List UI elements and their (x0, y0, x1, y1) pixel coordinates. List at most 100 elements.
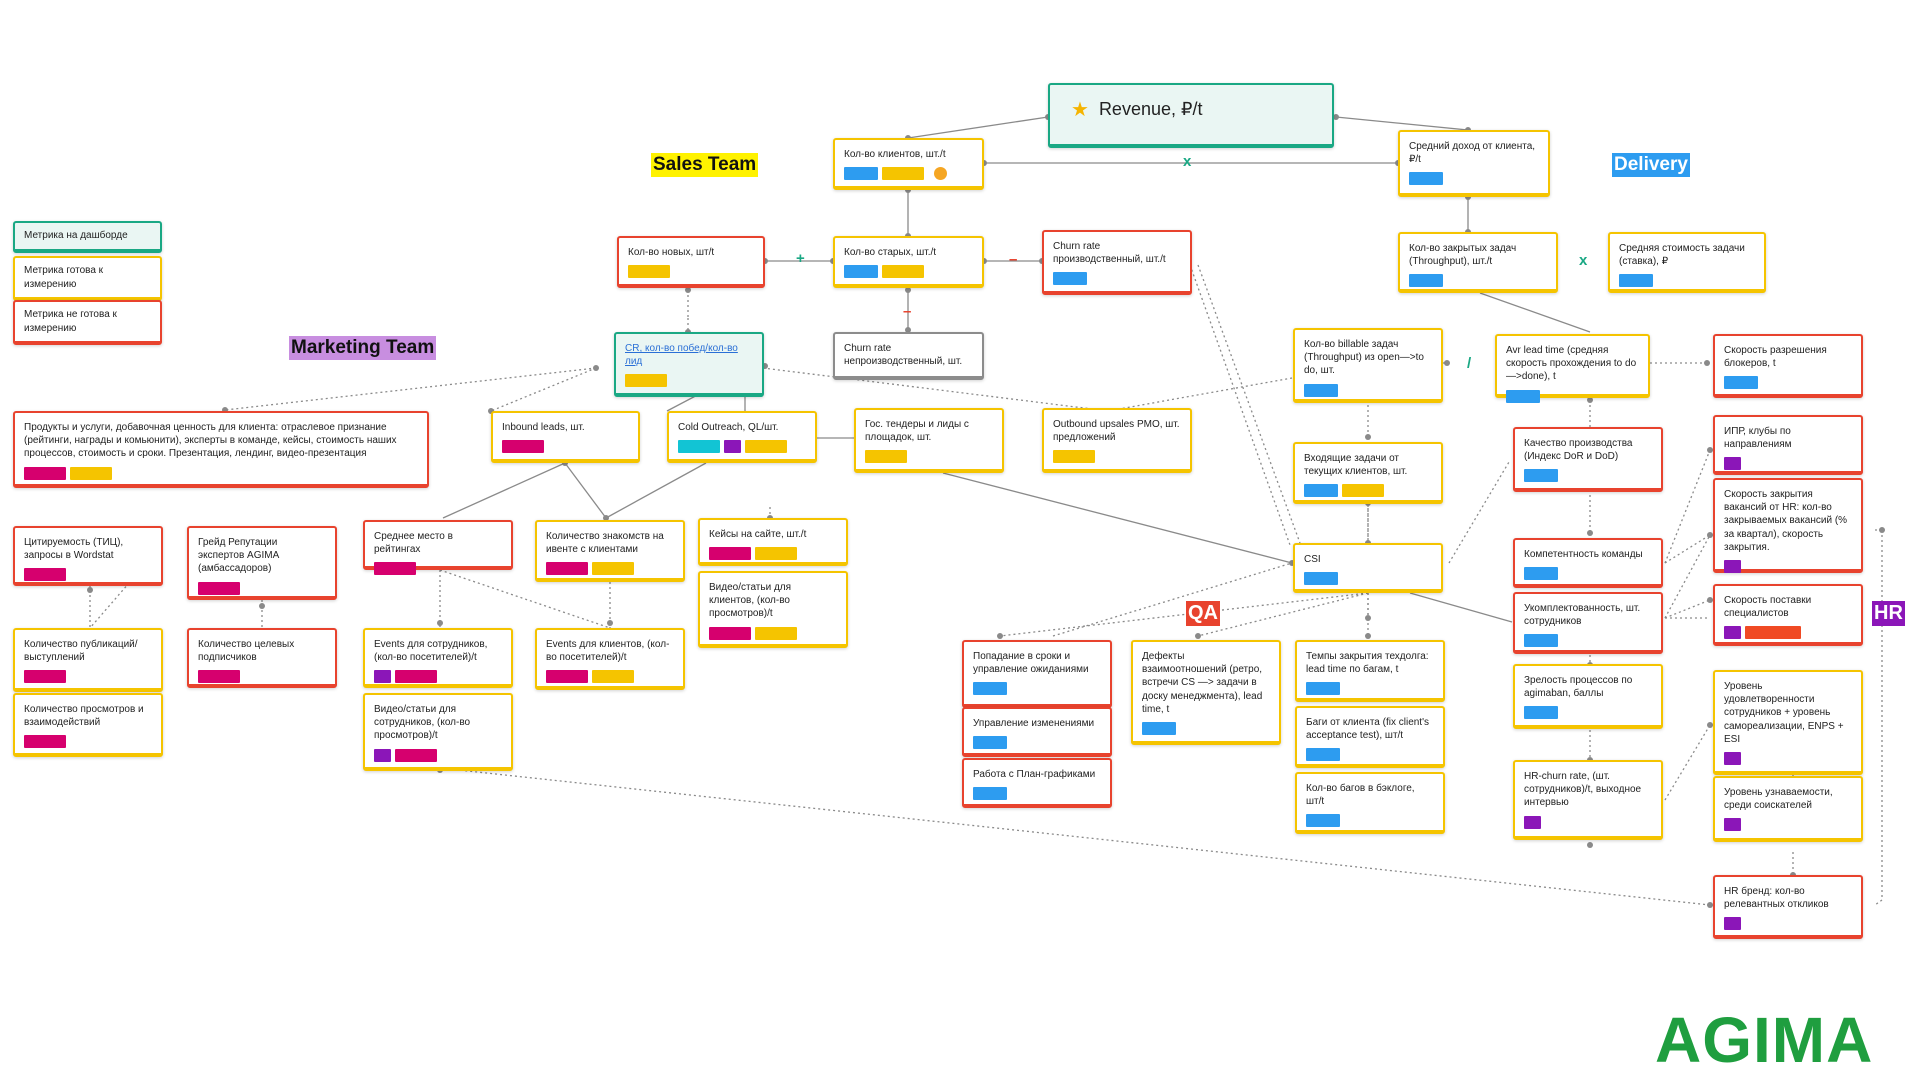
node-techdebt[interactable]: Темпы закрытия техдолга: lead time по ба… (1295, 640, 1445, 702)
tag-purple (1724, 751, 1741, 765)
node-inbound[interactable]: Inbound leads, шт. (491, 411, 640, 463)
tag-purple (1524, 815, 1541, 829)
node-text: Гос. тендеры и лиды с площадок, шт. (865, 419, 969, 444)
node-text: ИПР, клубы по направлениям (1724, 426, 1792, 451)
node-incoming[interactable]: Входящие задачи от текущих клиентов, шт. (1293, 442, 1443, 504)
tag-pink (198, 670, 240, 684)
node-text: Дефекты взаимоотношений (ретро, встречи … (1142, 651, 1263, 715)
node-text: Цитируемость (ТИЦ), запросы в Wordstat (24, 537, 124, 562)
tag-blue (1409, 172, 1443, 186)
node-client-bugs[interactable]: Баги от клиента (fix client's acceptance… (1295, 706, 1445, 768)
node-backlog-bugs[interactable]: Кол-во багов в бэклоге, шт/t (1295, 772, 1445, 834)
node-cr[interactable]: CR, кол-во побед/кол-во лид (614, 332, 764, 397)
node-satisfaction[interactable]: Уровень удовлетворенности сотрудников + … (1713, 670, 1863, 775)
tag-pink (24, 466, 66, 480)
revenue-node[interactable]: ★Revenue, ₽/t (1048, 83, 1334, 148)
node-rating[interactable]: Среднее место в рейтингах (363, 520, 513, 576)
node-products[interactable]: Продукты и услуги, добавочная ценность д… (13, 411, 429, 488)
node-reputation[interactable]: Грейд Репутации экспертов AGIMA (амбасса… (187, 526, 337, 600)
tag-blue (844, 265, 878, 279)
node-cases[interactable]: Кейсы на сайте, шт./t (698, 518, 848, 566)
node-competence[interactable]: Компетентность команды (1513, 538, 1663, 588)
node-staffing[interactable]: Укомплектованность, шт. сотрудников (1513, 592, 1663, 654)
node-maturity[interactable]: Зрелость процессов по agimaban, баллы (1513, 664, 1663, 729)
tag-pink (24, 735, 66, 749)
node-publications[interactable]: Количество публикаций/ выступлений (13, 628, 163, 692)
node-citation[interactable]: Цитируемость (ТИЦ), запросы в Wordstat (13, 526, 163, 586)
tag-blue (1306, 748, 1340, 762)
tag-yellow (755, 547, 797, 561)
node-closed-tasks[interactable]: Кол-во закрытых задач (Throughput), шт./… (1398, 232, 1558, 293)
node-text: Кейсы на сайте, шт./t (709, 529, 807, 540)
node-events-clients[interactable]: Events для клиентов, (кол-во посетителей… (535, 628, 685, 690)
node-tenders[interactable]: Гос. тендеры и лиды с площадок, шт. (854, 408, 1004, 473)
tag-blue (973, 787, 1007, 801)
node-text: Количество публикаций/ выступлений (24, 639, 138, 664)
hr-team-label: HR (1872, 601, 1905, 626)
node-text: Видео/статьи для сотрудников, (кол-во пр… (374, 704, 471, 742)
node-lead-time[interactable]: Avr lead time (средняя скорость прохожде… (1495, 334, 1650, 403)
node-text: Продукты и услуги, добавочная ценность д… (24, 422, 397, 460)
node-defects[interactable]: Дефекты взаимоотношений (ретро, встречи … (1131, 640, 1281, 745)
node-churn-prod[interactable]: Churn rate производственный, шт./t (1042, 230, 1192, 295)
node-deadlines[interactable]: Попадание в сроки и управление ожиданиям… (962, 640, 1112, 708)
tag-blue (844, 167, 878, 181)
tag-yellow (755, 626, 797, 640)
node-churn-nonprod[interactable]: Churn rate непроизводственный, шт. (833, 332, 984, 380)
tag-yellow (592, 562, 634, 576)
node-schedule[interactable]: Работа с План-графиками (962, 758, 1112, 808)
node-video-staff[interactable]: Видео/статьи для сотрудников, (кол-во пр… (363, 693, 513, 771)
node-text: Events для клиентов, (кол-во посетителей… (546, 639, 670, 664)
node-csi[interactable]: CSI (1293, 543, 1443, 593)
tag-pink (374, 562, 416, 576)
node-ipr[interactable]: ИПР, клубы по направлениям (1713, 415, 1863, 475)
node-supply-speed[interactable]: Скорость поставки специалистов (1713, 584, 1863, 646)
node-changes[interactable]: Управление изменениями (962, 707, 1112, 757)
node-video-clients[interactable]: Видео/статьи для клиентов, (кол-во просм… (698, 571, 848, 648)
tag-pink (709, 626, 751, 640)
delivery-team-label: Delivery (1612, 153, 1690, 177)
node-text: Количество просмотров и взаимодействий (24, 704, 144, 729)
node-new-count[interactable]: Кол-во новых, шт/t (617, 236, 765, 288)
node-quality[interactable]: Качество производства (Индекс DoR и DoD) (1513, 427, 1663, 492)
node-old-count[interactable]: Кол-во старых, шт./t (833, 236, 984, 288)
node-text: HR бренд: кол-во релевантных откликов (1724, 886, 1829, 911)
tag-yellow (592, 670, 634, 684)
node-hr-churn[interactable]: HR-churn rate, (шт. сотрудников)/t, выхо… (1513, 760, 1663, 840)
tag-blue (1304, 572, 1338, 586)
tag-blue (1524, 567, 1558, 581)
node-closing-speed[interactable]: Скорость закрытия вакансий от HR: кол-во… (1713, 478, 1863, 573)
node-text: Количество целевых подписчиков (198, 639, 295, 664)
node-recognition[interactable]: Уровень узнаваемости, среди соискателей (1713, 776, 1863, 842)
node-text: HR-churn rate, (шт. сотрудников)/t, выхо… (1524, 771, 1642, 809)
node-billable[interactable]: Кол-во billable задач (Throughput) из op… (1293, 328, 1443, 403)
tag-purple (1724, 818, 1741, 832)
tag-pink (502, 440, 544, 454)
tag-blue (1304, 484, 1338, 498)
node-text: Churn rate непроизводственный, шт. (844, 343, 963, 368)
node-text: Inbound leads, шт. (502, 422, 585, 433)
node-acquaintances[interactable]: Количество знакомств на ивенте с клиента… (535, 520, 685, 582)
tag-yellow (1342, 484, 1384, 498)
node-text: Средняя стоимость задачи (ставка), ₽ (1619, 243, 1745, 268)
node-views[interactable]: Количество просмотров и взаимодействий (13, 693, 163, 757)
tag-pink (395, 748, 437, 762)
node-avg-task-cost[interactable]: Средняя стоимость задачи (ставка), ₽ (1608, 232, 1766, 293)
node-link-text[interactable]: CR, кол-во побед/кол-во лид (625, 343, 738, 368)
legend-not-ready: Метрика не готова к измерению (13, 300, 162, 345)
node-avg-income[interactable]: Средний доход от клиента, ₽/t (1398, 130, 1550, 197)
node-subscribers[interactable]: Количество целевых подписчиков (187, 628, 337, 688)
node-cold[interactable]: Cold Outreach, QL/шт. (667, 411, 817, 463)
node-upsales[interactable]: Outbound upsales PMO, шт. предложений (1042, 408, 1192, 473)
tag-pink (546, 562, 588, 576)
node-blockers[interactable]: Скорость разрешения блокеров, t (1713, 334, 1863, 398)
node-text: Темпы закрытия техдолга: lead time по ба… (1306, 651, 1429, 676)
node-text: Попадание в сроки и управление ожиданиям… (973, 651, 1089, 676)
node-text: Входящие задачи от текущих клиентов, шт. (1304, 453, 1408, 478)
tag-blue (973, 682, 1007, 696)
node-clients-count[interactable]: Кол-во клиентов, шт./t (833, 138, 984, 190)
tag-yellow (882, 265, 924, 279)
node-events-staff[interactable]: Events для сотрудников, (кол-во посетите… (363, 628, 513, 688)
node-hr-brand[interactable]: HR бренд: кол-во релевантных откликов (1713, 875, 1863, 939)
node-text: Баги от клиента (fix client's acceptance… (1306, 717, 1429, 742)
